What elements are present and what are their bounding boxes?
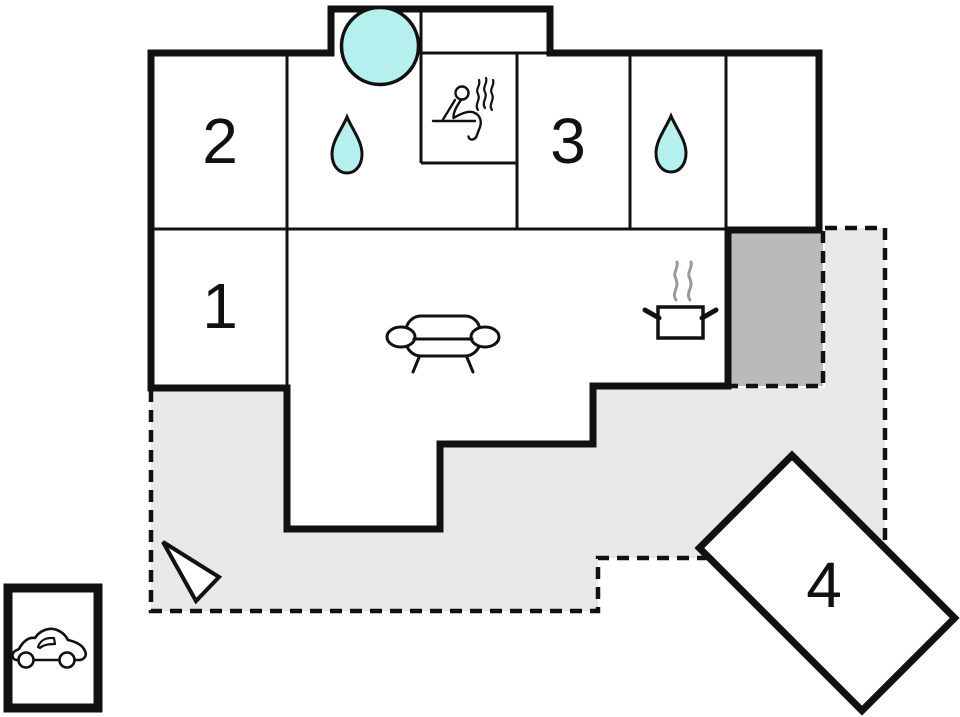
sofa-icon [385, 314, 501, 374]
interior-walls [151, 9, 728, 385]
storage-fill [729, 231, 823, 386]
car-icon [11, 627, 88, 669]
room-4 [694, 450, 960, 716]
carport [3, 583, 103, 713]
pot-icon [642, 260, 719, 340]
hot-tub-icon [339, 5, 421, 87]
room-label-4: 4 [806, 549, 842, 621]
storage-area [729, 231, 826, 389]
terrace-area [151, 228, 885, 611]
room-label-1: 1 [202, 270, 238, 342]
sauna-icon [431, 76, 495, 141]
terrace-dashed-border [148, 225, 888, 614]
storage-dashed-border [729, 231, 826, 389]
north-arrow-icon [161, 540, 223, 605]
room-label-3: 3 [550, 105, 586, 177]
terrace [148, 225, 888, 614]
house-outline [147, 5, 823, 533]
room-label-2: 2 [202, 105, 238, 177]
